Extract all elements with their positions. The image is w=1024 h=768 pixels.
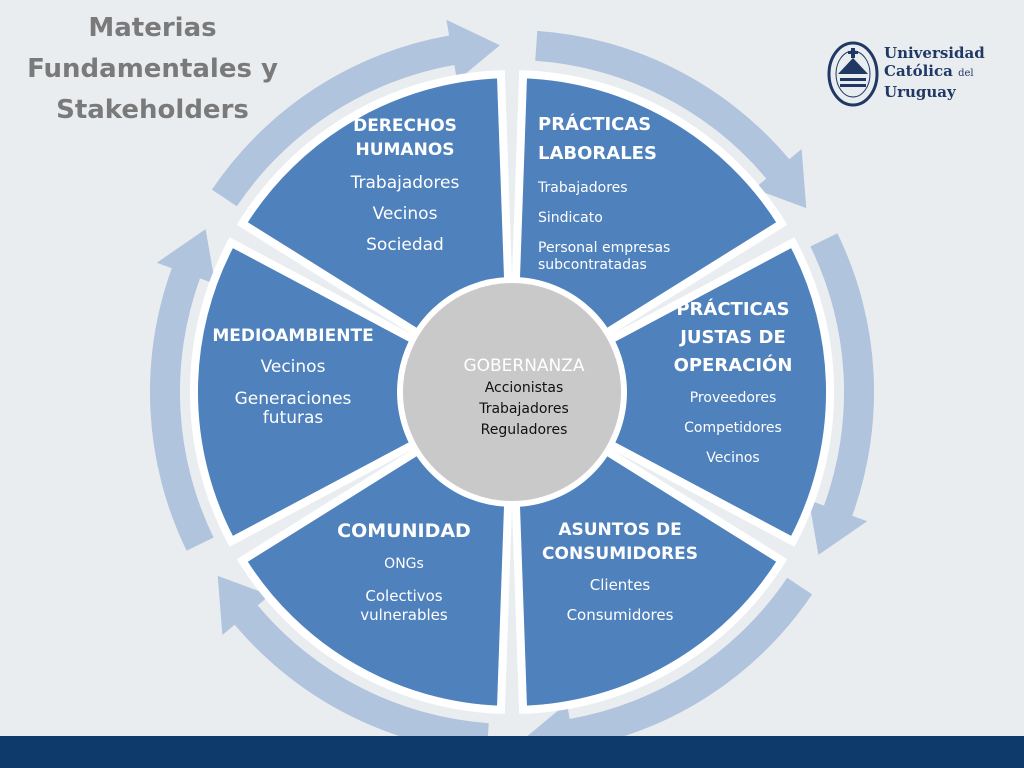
cycle-arrow-1 bbox=[535, 30, 807, 209]
segment-derechos-humanos: DERECHOS HUMANOS Trabajadores Vecinos So… bbox=[320, 114, 490, 255]
center-item: Reguladores bbox=[480, 422, 568, 438]
footer-bar bbox=[0, 736, 1024, 768]
segment-heading: HUMANOS bbox=[355, 140, 455, 160]
segment-heading: LABORALES bbox=[538, 143, 657, 164]
segment-item: vulnerables bbox=[360, 606, 448, 624]
segment-heading: PRÁCTICAS bbox=[676, 299, 790, 320]
segment-item: Trabajadores bbox=[538, 180, 628, 196]
logo-line-2: Católica del bbox=[884, 62, 985, 83]
title-line-2: Fundamentales y bbox=[27, 54, 278, 84]
page-title: Materias Fundamentales y Stakeholders bbox=[20, 8, 285, 131]
segment-item: Trabajadores bbox=[350, 173, 460, 193]
center-heading: GOBERNANZA bbox=[463, 356, 585, 376]
segment-item: Sindicato bbox=[538, 210, 603, 226]
cycle-arrow-6 bbox=[211, 19, 500, 207]
segment-heading: CONSUMIDORES bbox=[542, 544, 698, 564]
segment-heading: MEDIOAMBIENTE bbox=[212, 326, 374, 346]
university-name: Universidad Católica del Uruguay bbox=[884, 44, 985, 101]
segment-wedge-justas bbox=[503, 237, 834, 547]
segment-heading: OPERACIÓN bbox=[673, 355, 793, 376]
segment-item: Proveedores bbox=[689, 390, 777, 406]
logo-line-2-small: del bbox=[958, 68, 974, 79]
segment-item: subcontratadas bbox=[538, 257, 647, 273]
segment-practicas-justas: PRÁCTICAS JUSTAS DE OPERACIÓN Proveedore… bbox=[648, 296, 818, 467]
segment-item: futuras bbox=[262, 408, 324, 428]
segment-medioambiente: MEDIOAMBIENTE Vecinos Generaciones futur… bbox=[200, 324, 386, 428]
logo-line-3: Uruguay bbox=[884, 83, 956, 101]
university-logo: Universidad Católica del Uruguay bbox=[826, 38, 986, 108]
segment-item: Generaciones bbox=[234, 389, 352, 409]
segment-practicas-laborales: PRÁCTICAS LABORALES Trabajadores Sindica… bbox=[538, 110, 728, 274]
segment-item: Vecinos bbox=[372, 204, 438, 224]
cycle-arrow-2 bbox=[808, 233, 875, 555]
segment-item: Sociedad bbox=[366, 235, 444, 255]
segment-heading: JUSTAS DE bbox=[680, 327, 786, 348]
center-item: Trabajadores bbox=[479, 401, 569, 417]
segment-asuntos-consumidores: ASUNTOS DE CONSUMIDORES Clientes Consumi… bbox=[520, 518, 720, 625]
cycle-arrow-4 bbox=[217, 575, 489, 754]
center-gobernanza: GOBERNANZA Accionistas Trabajadores Regu… bbox=[434, 354, 614, 441]
logo-line-1: Universidad bbox=[884, 44, 985, 62]
segment-heading: DERECHOS bbox=[353, 116, 457, 136]
segment-item: Vecinos bbox=[706, 450, 760, 466]
title-line-1: Materias bbox=[88, 13, 217, 43]
segment-item: Clientes bbox=[589, 576, 651, 594]
segment-item: Competidores bbox=[684, 420, 782, 436]
segment-heading: ASUNTOS DE bbox=[558, 520, 682, 540]
cycle-arrow-5 bbox=[149, 229, 216, 551]
center-item: Accionistas bbox=[484, 380, 564, 396]
segment-heading: PRÁCTICAS bbox=[538, 114, 652, 135]
segment-wedge-medioambiente bbox=[190, 237, 521, 547]
university-seal-icon bbox=[827, 41, 879, 107]
segment-item: Consumidores bbox=[566, 606, 674, 624]
segment-comunidad: COMUNIDAD ONGs Colectivos vulnerables bbox=[320, 518, 488, 625]
segment-item: Personal empresas bbox=[538, 240, 671, 256]
title-line-3: Stakeholders bbox=[56, 95, 249, 125]
segment-heading: COMUNIDAD bbox=[337, 520, 471, 542]
segment-item: Vecinos bbox=[260, 357, 326, 377]
segment-item: Colectivos bbox=[365, 587, 443, 605]
center-circle bbox=[397, 277, 627, 507]
cycle-arrow-3 bbox=[524, 577, 813, 765]
logo-line-2-main: Católica bbox=[884, 62, 953, 80]
segment-item: ONGs bbox=[384, 556, 424, 572]
